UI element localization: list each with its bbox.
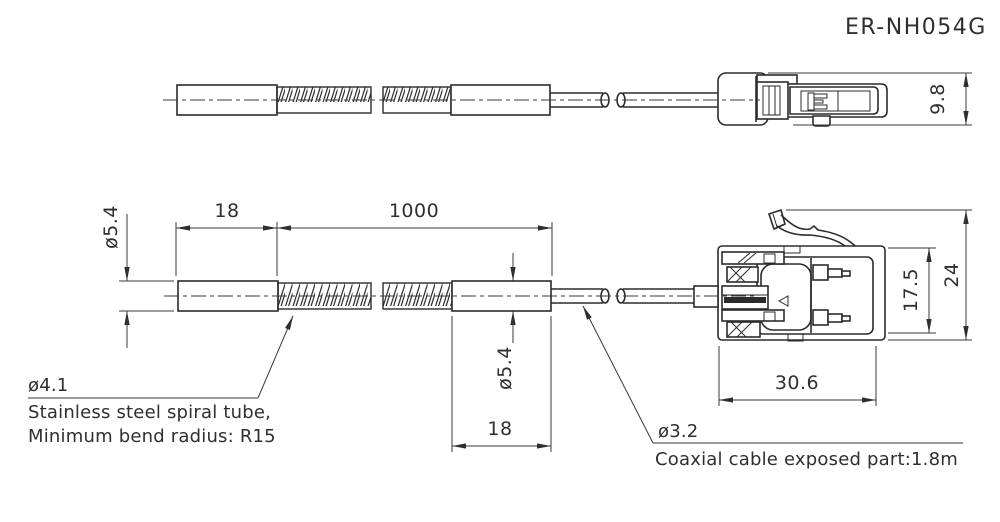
dim-text-18-sleeve: 18 bbox=[487, 418, 512, 440]
note-coax-cable: ø3.2 Coaxial cable exposed part:1.8m bbox=[582, 305, 963, 470]
dim-connector-inner-height-17-5: 17.5 bbox=[888, 247, 936, 334]
dim-head-length-18: 18 1000 bbox=[175, 200, 553, 276]
note-spiral-tube: ø4.1 Stainless steel spiral tube, Minimu… bbox=[28, 315, 294, 447]
dim-connector-width-30-6: 30.6 bbox=[718, 346, 877, 406]
dim-connector-overall-height-24: 24 bbox=[786, 209, 972, 341]
latch-hatch-blocks bbox=[726, 266, 761, 338]
leader-coax-cable bbox=[582, 305, 654, 444]
leader-spiral-tube bbox=[257, 315, 294, 399]
bottom-tab-side bbox=[812, 115, 831, 127]
dimensions: 9.8 18 1000 ø5.4 ø5.4 bbox=[100, 72, 972, 452]
dim-text-sleeve-diameter: ø5.4 bbox=[494, 346, 516, 390]
dim-text-30-6: 30.6 bbox=[775, 372, 819, 394]
clamp-contact-bar bbox=[724, 297, 766, 303]
connector-inner-side bbox=[789, 86, 879, 115]
latch-grip-side bbox=[756, 81, 789, 120]
connector-side-view bbox=[717, 72, 888, 127]
note-spiral-diameter: ø4.1 bbox=[28, 375, 68, 396]
dim-sleeve-diameter: ø5.4 bbox=[494, 253, 516, 390]
dim-text-17-5: 17.5 bbox=[900, 268, 922, 312]
terminal-slots bbox=[721, 251, 785, 322]
dim-text-9-8: 9.8 bbox=[927, 83, 949, 115]
dim-text-head-diameter: ø5.4 bbox=[100, 205, 122, 249]
latch-window bbox=[800, 90, 871, 112]
top-notch bbox=[783, 245, 801, 254]
note-cable-text: Coaxial cable exposed part:1.8m bbox=[655, 449, 958, 470]
note-cable-diameter: ø3.2 bbox=[658, 421, 698, 442]
bottom-view bbox=[177, 208, 886, 342]
polarity-triangle bbox=[777, 295, 789, 307]
drawing-title: ER-NH054G bbox=[845, 15, 987, 40]
latch-detail bbox=[807, 92, 828, 111]
dim-text-1000: 1000 bbox=[389, 200, 439, 222]
terminal-pins bbox=[812, 264, 851, 326]
dim-text-24: 24 bbox=[941, 262, 963, 287]
dim-text-18-head: 18 bbox=[214, 200, 239, 222]
note-spiral-line2: Minimum bend radius: R15 bbox=[28, 426, 276, 447]
note-spiral-line1: Stainless steel spiral tube, bbox=[28, 402, 271, 423]
connector-front-view bbox=[693, 208, 886, 342]
latch-lever bbox=[767, 208, 859, 250]
dim-head-diameter: ø5.4 bbox=[100, 205, 174, 348]
centerlines bbox=[163, 99, 760, 297]
bottom-notch bbox=[787, 333, 804, 342]
dim-sleeve-length-18: 18 bbox=[451, 316, 552, 452]
dim-connector-height-9-8: 9.8 bbox=[768, 72, 972, 126]
